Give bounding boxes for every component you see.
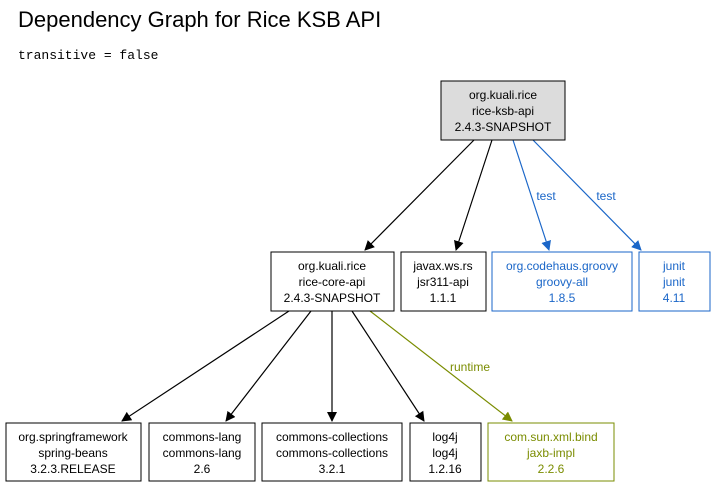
node-group: junit <box>662 259 686 273</box>
node-artifact: log4j <box>432 446 457 460</box>
edge-root-core <box>364 139 475 251</box>
node-artifact: groovy-all <box>536 275 588 289</box>
edge-label-jaxb: runtime <box>450 360 490 374</box>
node-rice-core-api: org.kuali.rice rice-core-api 2.4.3-SNAPS… <box>270 251 395 312</box>
node-group: log4j <box>432 430 457 444</box>
node-rice-ksb-api: org.kuali.rice rice-ksb-api 2.4.3-SNAPSH… <box>440 80 566 141</box>
node-junit: junit junit 4.11 <box>638 251 711 312</box>
node-version: 2.2.6 <box>538 462 565 476</box>
node-jsr311-api: javax.ws.rs jsr311-api 1.1.1 <box>400 251 487 312</box>
node-jaxb-impl: com.sun.xml.bind jaxb-impl 2.2.6 <box>487 422 615 482</box>
node-group: javax.ws.rs <box>412 259 472 273</box>
node-artifact: junit <box>662 275 686 289</box>
node-artifact: commons-collections <box>276 446 388 460</box>
edge-root-jsr <box>454 139 493 251</box>
node-group: commons-collections <box>276 430 388 444</box>
node-artifact: jsr311-api <box>416 275 469 289</box>
edge-root-junit <box>532 139 642 251</box>
node-artifact: rice-ksb-api <box>472 104 534 118</box>
node-log4j: log4j log4j 1.2.16 <box>409 422 482 482</box>
node-spring-beans: org.springframework spring-beans 3.2.3.R… <box>5 422 142 482</box>
node-group: org.codehaus.groovy <box>506 259 618 273</box>
node-group: commons-lang <box>163 430 242 444</box>
node-version: 3.2.1 <box>319 462 346 476</box>
node-artifact: jaxb-impl <box>526 446 575 460</box>
edge-core-jaxb <box>369 310 513 422</box>
node-commons-collections: commons-collections commons-collections … <box>261 422 403 482</box>
edge-label-groovy: test <box>536 189 556 203</box>
transitive-setting: transitive = false <box>18 48 159 63</box>
edge-core-spring <box>121 310 290 422</box>
node-version: 2.4.3-SNAPSHOT <box>455 120 552 134</box>
node-groovy-all: org.codehaus.groovy groovy-all 1.8.5 <box>491 251 633 312</box>
node-commons-lang: commons-lang commons-lang 2.6 <box>148 422 256 482</box>
edge-root-groovy <box>512 139 551 251</box>
edge-core-lang <box>225 310 312 422</box>
node-version: 2.6 <box>194 462 211 476</box>
node-version: 1.8.5 <box>549 291 576 305</box>
page-title: Dependency Graph for Rice KSB API <box>18 7 382 32</box>
edges <box>121 139 642 422</box>
node-version: 1.1.1 <box>430 291 457 305</box>
node-group: org.springframework <box>18 430 128 444</box>
edge-label-junit: test <box>596 189 616 203</box>
node-artifact: rice-core-api <box>299 275 366 289</box>
node-group: org.kuali.rice <box>298 259 366 273</box>
node-version: 4.11 <box>663 291 686 305</box>
node-version: 3.2.3.RELEASE <box>30 462 115 476</box>
node-group: com.sun.xml.bind <box>504 430 597 444</box>
node-group: org.kuali.rice <box>469 88 537 102</box>
node-artifact: spring-beans <box>38 446 107 460</box>
edge-core-log4j <box>351 310 425 422</box>
node-version: 1.2.16 <box>428 462 462 476</box>
node-artifact: commons-lang <box>163 446 242 460</box>
node-version: 2.4.3-SNAPSHOT <box>284 291 381 305</box>
